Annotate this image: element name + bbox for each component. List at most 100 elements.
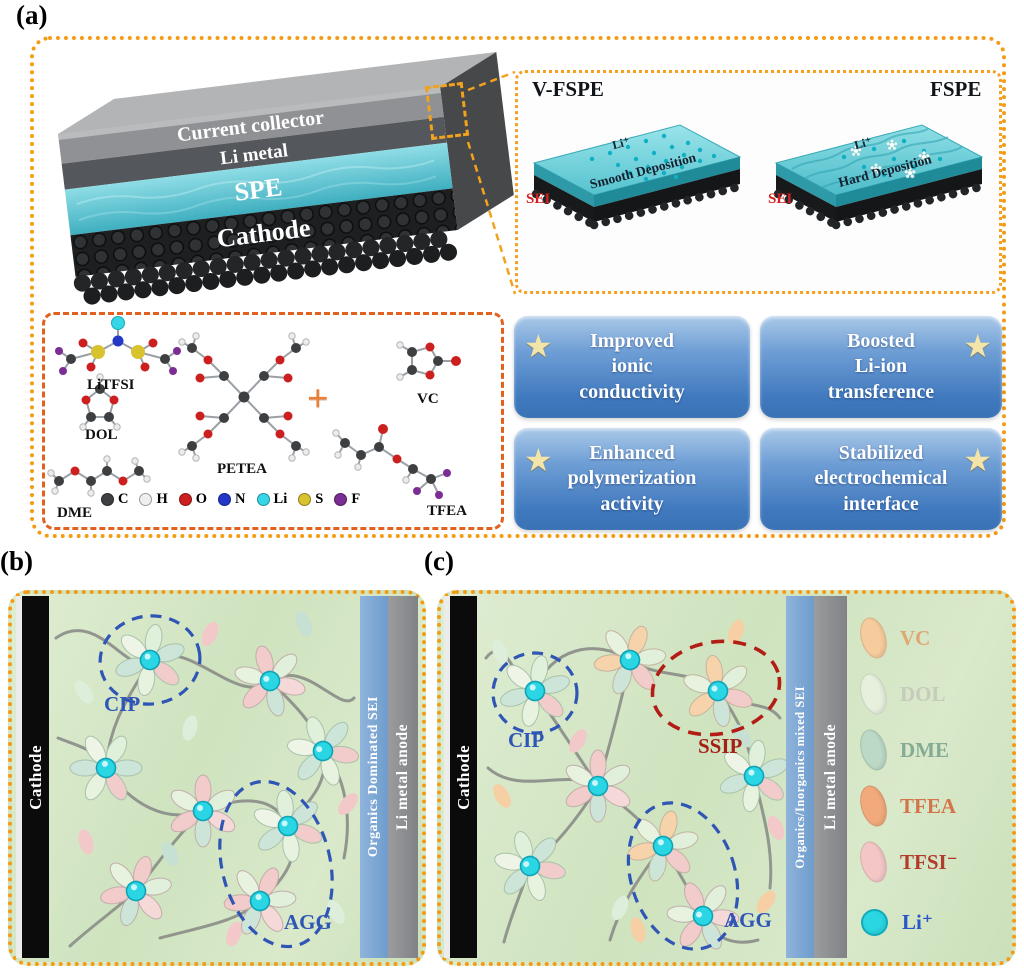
- sei-bar-label: Organics/Inorganics mixed SEI: [792, 685, 807, 869]
- agg-dashed-ellipse: [218, 779, 334, 949]
- free-solvent-petals: [74, 611, 358, 947]
- sei-bar-b: Organics Dominated SEI: [360, 596, 388, 958]
- polymer-network-b: [54, 611, 370, 950]
- cathode-bumps-row-1: [73, 229, 463, 292]
- atom-dot-n: [218, 493, 232, 506]
- dme-ellipse-icon: [855, 726, 892, 774]
- molecule-dol: [79, 373, 121, 431]
- tfsi-ellipse-icon: [855, 838, 892, 886]
- atom-legend-c: C: [101, 491, 128, 508]
- molecule-vc: [396, 341, 461, 381]
- li-solvation-flower: [108, 617, 192, 703]
- stack-top-face: [58, 51, 497, 134]
- panel-a-box: Current collector Li metal SPE Cathode V…: [30, 36, 1006, 538]
- legend-label-vc: VC: [900, 625, 931, 650]
- feature-ionic-conductivity: ★ Improved ionic conductivity: [514, 316, 750, 418]
- atom-legend-n: N: [218, 491, 246, 508]
- electrolyte-components-box: LiTFSI DOL DME PETEA VC TFEA + C H O N L…: [42, 312, 504, 530]
- dme-label: DME: [57, 505, 92, 521]
- atom-legend-f: F: [334, 491, 360, 508]
- plus-icon: +: [307, 378, 329, 420]
- petea-label: PETEA: [217, 461, 268, 477]
- atom-dot-o: [178, 493, 192, 506]
- panel-c-box: Cathode: [437, 590, 1016, 966]
- atom-dot-c: [101, 493, 114, 506]
- star-icon: ★: [963, 328, 992, 364]
- atom-legend-s: S: [298, 491, 323, 508]
- legend-label-dol: DOL: [900, 681, 946, 706]
- cip-annotation-c: CIP: [508, 728, 545, 752]
- fspe-slab-illustration: Li⁺ Hard Deposition: [773, 124, 985, 230]
- dol-label: DOL: [85, 427, 118, 443]
- legend-label-tfea: TFEA: [900, 793, 957, 818]
- molecule-litfsi: [55, 316, 181, 375]
- feature-text: Enhanced polymerization activity: [567, 441, 697, 515]
- li-solvation-flower: [676, 648, 760, 734]
- legend-label-dme: DME: [900, 737, 949, 762]
- atom-color-legend: C H O N Li S F: [101, 491, 360, 508]
- atom-dot-f: [334, 493, 348, 506]
- rough-surface-waves: [791, 128, 963, 190]
- panel-b-box: Cathode: [8, 590, 426, 966]
- fspe-li-ion-label: Li⁺: [853, 134, 874, 152]
- ssip-annotation-c: SSIP: [698, 734, 743, 758]
- panel-b-label: (b): [0, 546, 33, 576]
- sei-bar-label: Organics Dominated SEI: [366, 696, 381, 858]
- li-solvation-flower: [562, 749, 634, 823]
- cathode-bar-label: Cathode: [453, 744, 473, 810]
- stack-layer-spe: SPE: [233, 172, 284, 207]
- atom-legend-o: O: [178, 491, 207, 508]
- litfsi-label: LiTFSI: [87, 377, 135, 393]
- legend-item-dol: DOL: [855, 670, 946, 718]
- legend-item-li: Li⁺: [861, 898, 933, 946]
- anode-bar-label: Li metal anode: [821, 723, 839, 831]
- anode-bar-label: Li metal anode: [394, 723, 411, 831]
- cathode-contact-strip: [444, 596, 450, 958]
- cathode-contact-strip: [16, 596, 22, 958]
- star-icon: ★: [524, 328, 553, 364]
- cip-dashed-circle: [98, 614, 202, 706]
- feature-polymerization-activity: ★ Enhanced polymerization activity: [514, 428, 750, 530]
- atom-dot-s: [298, 493, 312, 506]
- anode-bar-b: Li metal anode: [388, 596, 418, 958]
- cip-annotation-b: CIP: [104, 692, 141, 716]
- cip-dashed-circle: [491, 651, 579, 735]
- vc-label: VC: [417, 391, 439, 407]
- molecule-structures: [47, 316, 461, 499]
- panel-a-label: (a): [16, 0, 48, 30]
- fspe-title: FSPE: [930, 77, 982, 101]
- vfspe-title: V-FSPE: [532, 77, 604, 101]
- free-solvent-petals: [492, 619, 785, 943]
- feature-text: Boosted Li-ion transference: [827, 329, 935, 403]
- vfspe-li-ion-label: Li⁺: [611, 134, 632, 152]
- atom-legend-h: H: [139, 491, 168, 508]
- anode-bar-c: Li metal anode: [814, 596, 847, 958]
- feature-li-ion-transference: ★ Boosted Li-ion transference: [760, 316, 1002, 418]
- cathode-bar-c: Cathode: [450, 596, 477, 958]
- li-solvation-flower: [247, 784, 329, 868]
- cathode-bar-label: Cathode: [25, 744, 45, 810]
- molecule-bonds: [50, 323, 456, 496]
- battery-stack-illustration: Current collector Li metal SPE Cathode: [58, 51, 514, 305]
- tfea-ellipse-icon: [855, 782, 892, 830]
- stack-side-face: [440, 51, 514, 231]
- tfea-label: TFEA: [427, 503, 468, 519]
- sei-comparison-inset: V-FSPE FSPE: [515, 70, 1002, 294]
- atom-dot-li: [256, 493, 270, 506]
- legend-item-tfsi: TFSI⁻: [855, 838, 958, 886]
- feature-text: Improved ionic conductivity: [579, 329, 685, 403]
- legend-item-tfea: TFEA: [855, 782, 957, 830]
- cathode-bar-b: Cathode: [22, 596, 49, 958]
- star-icon: ★: [524, 442, 553, 478]
- agg-annotation-b: AGG: [284, 910, 332, 934]
- legend-label-tfsi: TFSI⁻: [900, 850, 958, 874]
- vfspe-slab-illustration: Li⁺ Smooth Deposition: [531, 124, 743, 230]
- dol-ellipse-icon: [855, 670, 892, 718]
- atom-dot-h: [139, 493, 153, 506]
- legend-item-dme: DME: [855, 726, 949, 774]
- feature-text: Stabilized electrochemical interface: [814, 441, 948, 515]
- molecule-tfea: [332, 424, 451, 499]
- zoom-callout-lines: [466, 70, 517, 295]
- vc-ellipse-icon: [855, 614, 892, 662]
- ssip-dashed-ellipse: [650, 639, 782, 737]
